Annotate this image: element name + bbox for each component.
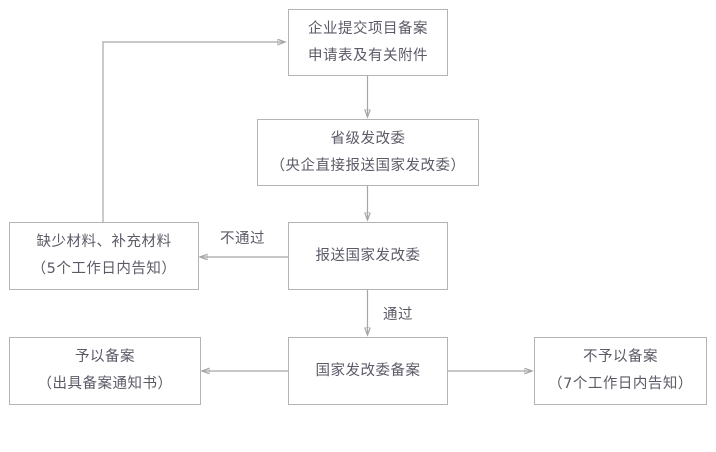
node-approve-record[interactable]: 予以备案 （出具备案通知书） [9, 337, 201, 405]
node-provincial-ndrc-line2: （央企直接报送国家发改委） [270, 157, 466, 174]
node-reject-record-line2: （7个工作日内告知） [548, 376, 693, 392]
node-national-ndrc-filing[interactable]: 国家发改委备案 [288, 337, 448, 405]
node-provincial-ndrc-line1: 省级发改委 [330, 130, 406, 147]
edge-label-pass: 通过 [381, 303, 415, 324]
node-missing-materials[interactable]: 缺少材料、补充材料 （5个工作日内告知） [9, 222, 199, 290]
node-submit-application[interactable]: 企业提交项目备案 申请表及有关附件 [288, 9, 448, 76]
node-reject-record-line1: 不予以备案 [583, 349, 658, 366]
node-submit-application-line2: 申请表及有关附件 [308, 47, 428, 64]
node-reject-record[interactable]: 不予以备案 （7个工作日内告知） [534, 337, 707, 405]
node-missing-materials-line1: 缺少材料、补充材料 [36, 234, 172, 251]
edge-label-fail: 不通过 [218, 227, 267, 248]
node-provincial-ndrc[interactable]: 省级发改委 （央企直接报送国家发改委） [257, 119, 479, 186]
edge-missing-to-submit [102, 42, 285, 222]
node-approve-record-line2: （出具备案通知书） [37, 376, 173, 392]
node-report-to-national-ndrc[interactable]: 报送国家发改委 [288, 222, 448, 290]
node-approve-record-line1: 予以备案 [75, 349, 135, 366]
node-report-to-national-ndrc-line1: 报送国家发改委 [315, 247, 421, 264]
node-missing-materials-line2: （5个工作日内告知） [31, 261, 177, 277]
node-national-ndrc-filing-line1: 国家发改委备案 [315, 362, 421, 379]
node-submit-application-line1: 企业提交项目备案 [308, 20, 428, 37]
